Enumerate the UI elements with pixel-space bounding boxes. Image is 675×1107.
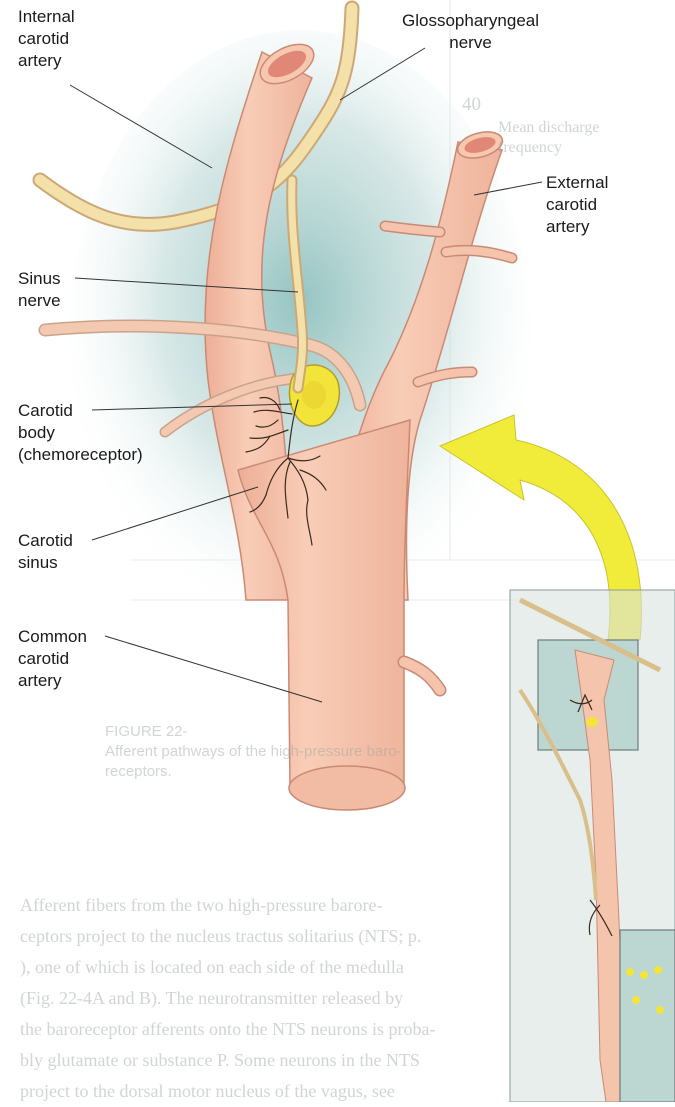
label-line: Carotid bbox=[18, 530, 73, 552]
label-line: Internal bbox=[18, 6, 75, 28]
background-paragraph: Afferent fibers from the two high-pressu… bbox=[20, 890, 436, 1107]
background-paragraph-line: bly glutamate or substance P. Some neuro… bbox=[20, 1045, 436, 1076]
background-caption-line: Afferent pathways of the high-pressure b… bbox=[105, 742, 402, 762]
label-line: body bbox=[18, 422, 143, 444]
label-carotid-body: Carotid body (chemoreceptor) bbox=[18, 400, 143, 466]
label-line: sinus bbox=[18, 552, 73, 574]
label-line: carotid bbox=[18, 648, 87, 670]
inset-panel bbox=[510, 590, 675, 1102]
label-line: nerve bbox=[402, 32, 539, 54]
label-line: nerve bbox=[18, 290, 61, 312]
label-line: (chemoreceptor) bbox=[18, 444, 143, 466]
label-glossopharyngeal-nerve: Glossopharyngeal nerve bbox=[402, 10, 539, 54]
background-paragraph-line: (Fig. 22-4A and B). The neurotransmitter… bbox=[20, 983, 436, 1014]
background-paragraph-line: the baroreceptor afferents onto the NTS … bbox=[20, 1014, 436, 1045]
label-line: Glossopharyngeal bbox=[402, 10, 539, 32]
background-caption-line: FIGURE 22- bbox=[105, 722, 402, 742]
label-external-carotid-artery: External carotid artery bbox=[546, 172, 608, 238]
label-line: Sinus bbox=[18, 268, 61, 290]
label-line: artery bbox=[18, 50, 75, 72]
label-carotid-sinus: Carotid sinus bbox=[18, 530, 73, 574]
label-line: artery bbox=[546, 216, 608, 238]
background-chart-label-line: frequency bbox=[498, 138, 599, 158]
background-chart-tick: 40 bbox=[462, 92, 481, 117]
background-paragraph-line: ceptors project to the nucleus tractus s… bbox=[20, 921, 436, 952]
background-paragraph-line: ), one of which is located on each side … bbox=[20, 952, 436, 983]
background-chart-label-line: Mean discharge bbox=[498, 118, 599, 138]
label-sinus-nerve: Sinus nerve bbox=[18, 268, 61, 312]
background-paragraph-line: project to the dorsal motor nucleus of t… bbox=[20, 1076, 436, 1107]
background-chart-label: Mean discharge frequency bbox=[498, 118, 599, 158]
label-line: Carotid bbox=[18, 400, 143, 422]
label-internal-carotid-artery: Internal carotid artery bbox=[18, 6, 75, 72]
label-line: artery bbox=[18, 670, 87, 692]
label-line: External bbox=[546, 172, 608, 194]
label-line: Common bbox=[18, 626, 87, 648]
background-caption: FIGURE 22- Afferent pathways of the high… bbox=[105, 722, 402, 782]
label-line: carotid bbox=[546, 194, 608, 216]
background-caption-line: receptors. bbox=[105, 762, 402, 782]
background-paragraph-line: Afferent fibers from the two high-pressu… bbox=[20, 890, 436, 921]
label-line: carotid bbox=[18, 28, 75, 50]
label-common-carotid-artery: Common carotid artery bbox=[18, 626, 87, 692]
